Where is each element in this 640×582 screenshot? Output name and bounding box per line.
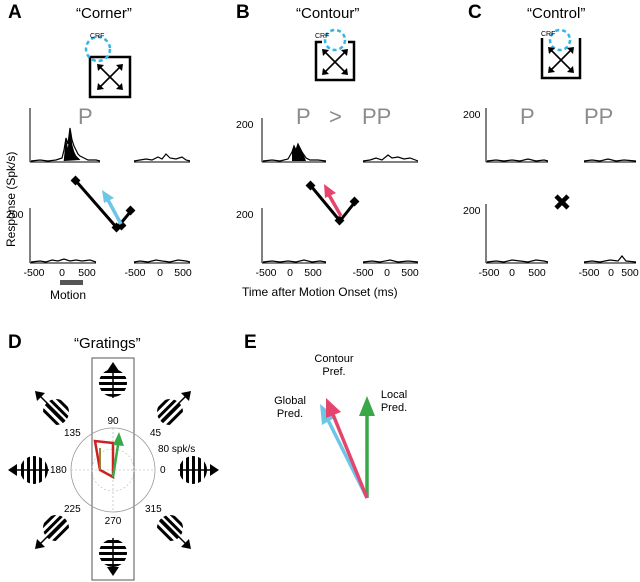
crf-label: CRF	[90, 33, 104, 40]
y-tick-200-c: 200	[463, 109, 481, 121]
x-tick: 0	[59, 267, 65, 279]
polar-angle-270: 270	[105, 516, 122, 527]
y-tick-200-b2: 200	[236, 209, 254, 221]
condition-pp-b: PP	[362, 104, 391, 129]
psth-c-bottom-right	[583, 255, 637, 264]
x-ticks-c-right: -500 0 500	[578, 267, 638, 279]
x-tick: 500	[528, 267, 546, 279]
x-tick: -500	[255, 267, 276, 279]
panel-b: B “Contour” CRF P > PP 200	[236, 2, 419, 299]
psth-b-bottom-right	[362, 259, 419, 264]
x-tick: 500	[621, 267, 639, 279]
grating-icon-up-right	[151, 391, 191, 430]
polar-angle-135: 135	[64, 428, 81, 439]
crf-label: CRF	[315, 33, 329, 40]
x-ticks-a-left: -500 0 500	[23, 267, 95, 279]
psth-c-top-left: 200	[463, 108, 549, 163]
grating-icon-up-left	[35, 391, 75, 430]
contour-pref-vector	[330, 411, 369, 499]
x-tick: 500	[401, 267, 419, 279]
x-tick: 0	[608, 267, 614, 279]
vertical-frame	[91, 357, 135, 581]
x-tick: 0	[509, 267, 515, 279]
polar-radius-label: 80 spk/s	[158, 444, 195, 455]
x-tick: -500	[478, 267, 499, 279]
x-tick: 0	[384, 267, 390, 279]
polar-angle-90: 90	[107, 416, 119, 427]
panel-a: A “Corner” CRF P	[4, 2, 192, 302]
polar-angle-315: 315	[145, 504, 162, 515]
polar-angle-45: 45	[150, 428, 162, 439]
polar-angle-0: 0	[160, 465, 166, 476]
condition-p-c: P	[520, 104, 535, 129]
x-tick: 0	[157, 267, 163, 279]
psth-a-top-left	[29, 108, 101, 163]
panel-label-d: D	[8, 332, 22, 353]
vector-diagram-a	[70, 175, 136, 233]
grating-icon-left	[8, 456, 49, 484]
x-ticks-b-left: -500 0 500	[255, 267, 321, 279]
panel-label-e: E	[244, 332, 257, 353]
panel-title-c: “Control”	[527, 5, 585, 22]
psth-b-top-left: 200	[236, 118, 327, 163]
psth-b-top-right	[362, 154, 419, 163]
x-tick: 0	[287, 267, 293, 279]
polar-plot: 90 45 0 315 270 225 180 135 80 spk/s	[50, 416, 195, 527]
x-tick: 500	[304, 267, 322, 279]
condition-p-b: P	[296, 104, 311, 129]
condition-pp-c: PP	[584, 104, 613, 129]
y-tick-200-c2: 200	[463, 205, 481, 217]
x-ticks-c-left: -500 0 500	[478, 267, 545, 279]
vector-diagram-b	[305, 180, 360, 226]
y-tick-200-a: 200	[6, 209, 24, 221]
grating-icon-up	[99, 362, 127, 398]
panel-title-b: “Contour”	[296, 5, 359, 22]
x-tick: -500	[23, 267, 44, 279]
x-tick: -500	[578, 267, 599, 279]
panel-title-d: “Gratings”	[74, 335, 141, 352]
x-tick: 500	[78, 267, 96, 279]
psth-a-bottom-left: 200	[6, 208, 97, 264]
panel-d: D “Gratings” 90 45 0 315 270 225 180 135…	[8, 332, 219, 581]
panel-title-a: “Corner”	[76, 5, 132, 22]
condition-p-a: P	[78, 104, 93, 129]
x-tick: -500	[352, 267, 373, 279]
polar-trace-red	[93, 439, 115, 480]
crf-label: CRF	[541, 31, 555, 38]
polar-angle-225: 225	[64, 504, 81, 515]
psth-c-top-right	[583, 158, 637, 163]
psth-a-top-right	[133, 153, 191, 163]
motion-label: Motion	[50, 288, 86, 302]
x-tick: -500	[124, 267, 145, 279]
panel-label-a: A	[8, 2, 22, 23]
polar-vector-green	[111, 444, 120, 478]
x-axis-label: Time after Motion Onset (ms)	[242, 285, 398, 299]
stimulus-icon-control: CRF	[540, 28, 582, 80]
panel-c: C “Control” CRF P PP 200	[463, 2, 639, 279]
psth-a-bottom-right	[133, 259, 191, 264]
x-ticks-a-right: -500 0 500	[124, 267, 191, 279]
x-tick: 500	[174, 267, 192, 279]
panel-label-c: C	[468, 2, 482, 23]
y-axis-label: Response (Spk/s)	[4, 152, 18, 247]
polar-angle-180: 180	[50, 465, 67, 476]
stimulus-icon-corner: CRF	[84, 33, 132, 99]
grating-icon-down	[99, 538, 127, 576]
psth-c-bottom-left: 200	[463, 204, 549, 264]
x-ticks-b-right: -500 0 500	[352, 267, 418, 279]
y-tick-200-b: 200	[236, 119, 254, 131]
null-marker-icon	[554, 194, 570, 210]
stimulus-icon-contour: CRF	[314, 28, 356, 82]
grating-icon-right	[178, 456, 219, 484]
condition-gt-b: >	[329, 104, 342, 129]
panel-label-b: B	[236, 2, 250, 23]
motion-bar	[60, 280, 83, 285]
psth-b-bottom-left: 200	[236, 208, 327, 264]
